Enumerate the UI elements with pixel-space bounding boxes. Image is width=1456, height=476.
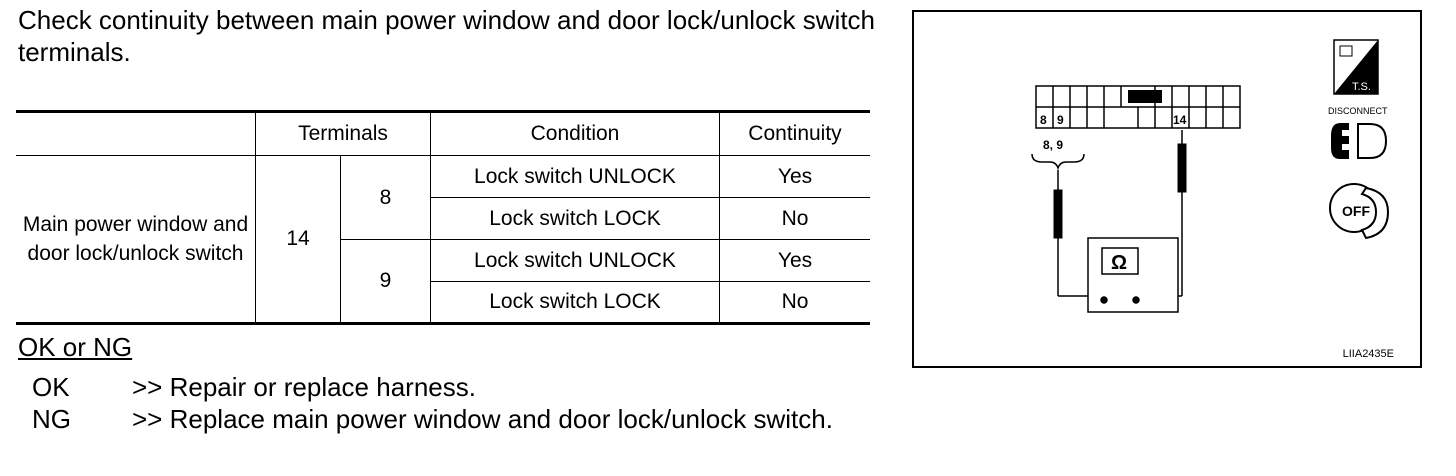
header-terminals: Terminals <box>255 111 431 156</box>
probe-label: 8, 9 <box>1043 138 1063 152</box>
continuity-cell: No <box>719 281 870 324</box>
condition-cell: Lock switch LOCK <box>430 281 720 324</box>
header-blank <box>16 111 256 156</box>
meter-symbol: Ω <box>1111 252 1127 274</box>
result-text: >> Repair or replace harness. <box>132 372 476 402</box>
ts-label: T.S. <box>1352 81 1371 93</box>
ts-icon: T.S. <box>1333 39 1379 95</box>
connector-diagram: 8 9 14 8, 9 Ω <box>1031 39 1390 313</box>
disconnect-label: DISCONNECT <box>1328 106 1388 116</box>
result-ng: NG >> Replace main power window and door … <box>32 404 833 435</box>
pin-8-label: 8 <box>1040 113 1047 127</box>
ok-ng-title: OK or NG <box>18 332 133 362</box>
table-row: 9 Lock switch UNLOCK Yes <box>16 239 870 324</box>
condition-cell: Lock switch UNLOCK <box>430 239 720 282</box>
connector-latch <box>1128 90 1162 103</box>
wiring-figure: 8 9 14 8, 9 Ω <box>912 10 1422 368</box>
continuity-cell: No <box>719 197 870 240</box>
pin-9-label: 9 <box>1057 113 1064 127</box>
ignition-off-icon: OFF <box>1329 183 1390 240</box>
table-row: Main power window and door lock/unlock s… <box>16 155 870 324</box>
condition-cell: Lock switch UNLOCK <box>430 155 720 198</box>
condition-cell: Lock switch LOCK <box>430 197 720 240</box>
component-name: Main power window and door lock/unlock s… <box>16 155 256 324</box>
table-row: Lock switch LOCK No <box>16 281 870 324</box>
terminal-from: 14 <box>255 155 341 324</box>
table-header-row: Terminals Condition Continuity <box>16 111 870 156</box>
pin-14-label: 14 <box>1173 113 1187 127</box>
result-key: OK <box>32 372 70 402</box>
header-continuity: Continuity <box>719 111 870 156</box>
disconnect-icon <box>1331 123 1388 159</box>
ohmmeter <box>1087 237 1179 313</box>
continuity-table: Terminals Condition Continuity Main powe… <box>16 110 870 325</box>
continuity-cell: Yes <box>719 239 870 282</box>
header-condition: Condition <box>430 111 720 156</box>
pin-brace <box>1031 153 1085 171</box>
connector-grid <box>1035 85 1241 129</box>
terminal-to: 8 <box>340 155 431 240</box>
off-label: OFF <box>1342 203 1370 219</box>
figure-id: LIIA2435E <box>1342 348 1394 360</box>
continuity-cell: Yes <box>719 155 870 198</box>
result-key: NG <box>32 404 71 434</box>
result-ok: OK >> Repair or replace harness. <box>32 372 476 403</box>
table-row: Lock switch LOCK No <box>16 197 870 240</box>
result-text: >> Replace main power window and door lo… <box>132 404 833 434</box>
terminal-to: 9 <box>340 239 431 324</box>
intro-text: Check continuity between main power wind… <box>18 5 875 67</box>
